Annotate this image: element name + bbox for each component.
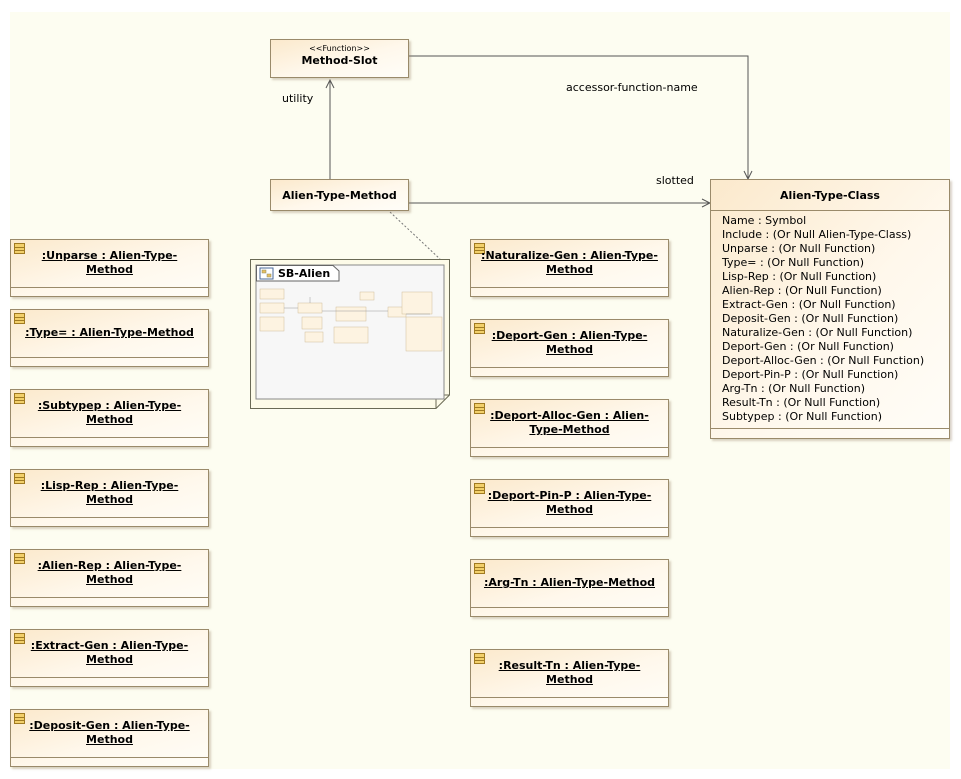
instance-icon: [14, 473, 25, 484]
note-anchor-line: [389, 211, 441, 260]
edge-accessor-function-name: [409, 55, 748, 179]
instance-name: :Alien-Rep : Alien-Type-Method: [37, 559, 182, 586]
edge-label-slotted: slotted: [656, 174, 694, 187]
instance-divider: [11, 517, 208, 518]
instance-icon: [474, 323, 485, 334]
class-attribute: Deport-Alloc-Gen : (Or Null Function): [722, 354, 925, 367]
instance-divider: [471, 287, 668, 288]
instance-name: :Arg-Tn : Alien-Type-Method: [483, 576, 656, 589]
instance-box[interactable]: :Alien-Rep : Alien-Type-Method: [10, 549, 209, 607]
note-frame: [250, 259, 450, 409]
sb-alien-diagram-note[interactable]: SB-Alien: [250, 259, 450, 409]
instance-name: :Type= : Alien-Type-Method: [25, 326, 194, 339]
instance-box[interactable]: :Unparse : Alien-Type-Method: [10, 239, 209, 297]
instance-icon: [14, 393, 25, 404]
instance-box[interactable]: :Type= : Alien-Type-Method: [10, 309, 209, 367]
instance-divider: [11, 597, 208, 598]
instance-divider: [11, 677, 208, 678]
instance-divider: [471, 697, 668, 698]
instance-name: :Extract-Gen : Alien-Type-Method: [30, 639, 189, 666]
instance-name: :Naturalize-Gen : Alien-Type-Method: [481, 249, 658, 276]
class-attribute: Lisp-Rep : (Or Null Function): [722, 270, 877, 283]
edge-label-utility: utility: [282, 92, 314, 105]
class-attribute: Arg-Tn : (Or Null Function): [722, 382, 866, 395]
instance-box[interactable]: :Result-Tn : Alien-Type-Method: [470, 649, 669, 707]
instance-box[interactable]: :Arg-Tn : Alien-Type-Method: [470, 559, 669, 617]
instance-divider: [11, 757, 208, 758]
alien-type-class-name: Alien-Type-Class: [780, 188, 880, 202]
instance-box[interactable]: :Deport-Pin-P : Alien-Type-Method: [470, 479, 669, 537]
instance-box[interactable]: :Naturalize-Gen : Alien-Type-Method: [470, 239, 669, 297]
instance-icon: [474, 563, 485, 574]
instance-divider: [11, 357, 208, 358]
method-slot-title: <<Function>> Method-Slot: [271, 44, 408, 67]
instance-icon: [14, 713, 25, 724]
instance-name: :Subtypep : Alien-Type-Method: [37, 399, 182, 426]
instance-box[interactable]: :Deport-Gen : Alien-Type-Method: [470, 319, 669, 377]
instance-box[interactable]: :Deport-Alloc-Gen : Alien-Type-Method: [470, 399, 669, 457]
instance-name: :Lisp-Rep : Alien-Type-Method: [40, 479, 179, 506]
diagram-note-title: SB-Alien: [278, 267, 331, 280]
instance-name: :Unparse : Alien-Type-Method: [41, 249, 178, 276]
diagram-icon: [259, 267, 274, 280]
instance-divider: [471, 447, 668, 448]
instance-icon: [474, 403, 485, 414]
instance-divider: [471, 367, 668, 368]
instance-name: :Deport-Gen : Alien-Type-Method: [491, 329, 648, 356]
class-attribute: Name : Symbol: [722, 214, 807, 227]
instance-name: :Deposit-Gen : Alien-Type-Method: [29, 719, 190, 746]
class-attribute: Deposit-Gen : (Or Null Function): [722, 312, 899, 325]
instance-box[interactable]: :Lisp-Rep : Alien-Type-Method: [10, 469, 209, 527]
method-slot-stereotype: <<Function>>: [309, 44, 370, 53]
method-slot-class[interactable]: <<Function>> Method-Slot: [270, 39, 409, 78]
instance-name: :Deport-Alloc-Gen : Alien-Type-Method: [490, 409, 649, 436]
instance-box[interactable]: :Deposit-Gen : Alien-Type-Method: [10, 709, 209, 767]
class-attribute: Subtypep : (Or Null Function): [722, 410, 883, 423]
alien-type-method-class[interactable]: Alien-Type-Method: [270, 179, 409, 211]
instance-icon: [474, 243, 485, 254]
instance-icon: [14, 633, 25, 644]
alien-type-method-name: Alien-Type-Method: [282, 188, 397, 202]
class-attribute: Result-Tn : (Or Null Function): [722, 396, 881, 409]
class-attribute: Include : (Or Null Alien-Type-Class): [722, 228, 912, 241]
instance-icon: [14, 553, 25, 564]
class-attribute: Type= : (Or Null Function): [722, 256, 865, 269]
instance-box[interactable]: :Extract-Gen : Alien-Type-Method: [10, 629, 209, 687]
edge-label-accessor-function-name: accessor-function-name: [566, 81, 698, 94]
class-attribute: Naturalize-Gen : (Or Null Function): [722, 326, 913, 339]
instance-divider: [11, 287, 208, 288]
instance-name: :Deport-Pin-P : Alien-Type-Method: [487, 489, 652, 516]
class-attribute: Deport-Pin-P : (Or Null Function): [722, 368, 899, 381]
alien-type-class-divider-bottom: [711, 428, 949, 429]
class-attribute: Extract-Gen : (Or Null Function): [722, 298, 896, 311]
instance-box[interactable]: :Subtypep : Alien-Type-Method: [10, 389, 209, 447]
instance-divider: [471, 527, 668, 528]
instance-icon: [474, 653, 485, 664]
instance-icon: [14, 313, 25, 324]
instance-name: :Result-Tn : Alien-Type-Method: [498, 659, 641, 686]
class-attribute: Deport-Gen : (Or Null Function): [722, 340, 894, 353]
instance-divider: [11, 437, 208, 438]
diagram-thumbnail: [259, 288, 443, 352]
instance-icon: [474, 483, 485, 494]
alien-type-class-divider-top: [711, 210, 949, 211]
instance-icon: [14, 243, 25, 254]
instance-divider: [471, 607, 668, 608]
class-attribute: Unparse : (Or Null Function): [722, 242, 876, 255]
method-slot-name: Method-Slot: [301, 54, 378, 67]
class-attribute: Alien-Rep : (Or Null Function): [722, 284, 882, 297]
